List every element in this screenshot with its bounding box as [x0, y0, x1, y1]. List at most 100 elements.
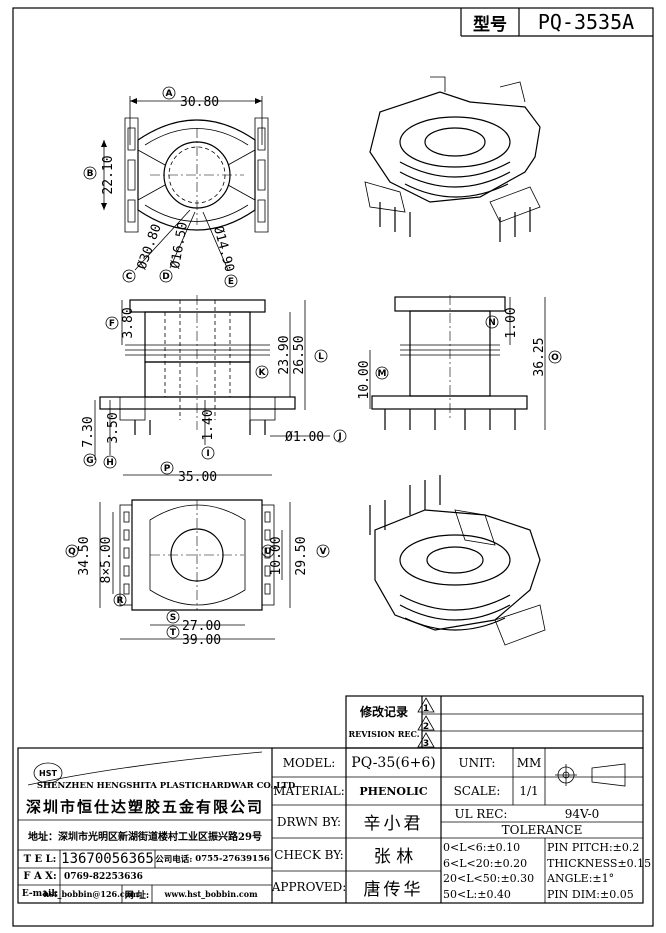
bubble-n: N — [488, 318, 496, 328]
top-view — [83, 86, 269, 288]
revision-title-cn: 修改记录 — [359, 704, 408, 719]
iso-view-top — [364, 76, 541, 242]
bubble-k: K — [259, 368, 267, 378]
model-label: MODEL: — [282, 755, 336, 770]
bubble-m: M — [378, 369, 387, 379]
spec-row: PIN DIM:±0.05 — [547, 887, 634, 901]
tolerance-row: 0<L<6:±0.10 — [443, 841, 521, 854]
tolerance-row: 50<L:±0.40 — [443, 887, 511, 901]
dim-e-text: Ø14.90 — [210, 224, 237, 273]
dim-f-text: 3.80 — [121, 307, 136, 338]
company-phone: 公司电话: 0755-27639156 — [155, 850, 270, 868]
bubble-s: S — [170, 613, 176, 623]
title-block-lines — [17, 8, 653, 904]
logo-text: HST — [39, 769, 57, 778]
check-value: 张 林 — [373, 847, 414, 867]
rev-mark-3: 3 — [423, 739, 429, 749]
spec-row: THICKNESS±0.15 — [547, 856, 652, 870]
bubble-p: P — [164, 464, 171, 474]
dim-n-text: 1.00 — [504, 307, 519, 338]
part-number: PQ-3535A — [537, 10, 635, 34]
unit-value: MM — [516, 755, 542, 770]
drawn-value: 辛小君 — [363, 814, 424, 834]
company-name-en: SHENZHEN HENGSHITA PLASTICHARDWAR CO.,LT… — [36, 781, 296, 791]
phone2-label: 公司电话: — [155, 855, 193, 865]
dim-p-text: 35.00 — [178, 470, 217, 485]
material-value: PHENOLIC — [359, 784, 428, 798]
rev-mark-1: 1 — [423, 704, 429, 714]
dim-u-text: 10.00 — [269, 536, 284, 575]
dim-r-text: 8×5.00 — [99, 537, 114, 584]
email-label: E-mail: — [21, 889, 59, 899]
bubble-g: G — [86, 456, 93, 466]
dim-g-text: 7.30 — [81, 416, 96, 447]
bubble-f: F — [109, 319, 115, 329]
iso-view-bottom — [369, 475, 546, 646]
tolerance-label: TOLERANCE — [501, 823, 583, 837]
dim-l-text: 26.50 — [292, 335, 307, 374]
unit-label: UNIT: — [458, 755, 496, 770]
email-value: hst_bobbin@126.com — [43, 889, 139, 899]
approved-label: APPROVED: — [271, 880, 347, 894]
tel-value: 13670056365 — [61, 851, 154, 867]
dim-t-text: 39.00 — [182, 633, 221, 648]
bubble-t: T — [170, 628, 177, 638]
bubble-j: J — [337, 432, 341, 442]
dim-a-text: 30.80 — [180, 95, 219, 110]
ulrec-label: UL REC: — [454, 806, 508, 821]
type-label: 型号 — [473, 14, 507, 35]
dim-h-text: 3.50 — [106, 412, 121, 443]
tolerance-row: 20<L<50:±0.30 — [443, 872, 535, 885]
drawn-label: DRWN BY: — [276, 814, 342, 829]
revision-title-en: REVISION REC. — [348, 729, 420, 739]
phone2-value: 0755-27639156 — [195, 854, 270, 864]
dim-q-text: 34.50 — [77, 536, 92, 575]
approved-value: 唐传华 — [363, 879, 424, 900]
bubble-i: I — [206, 449, 209, 459]
dim-i-text: 1.40 — [201, 409, 216, 440]
bottom-view — [65, 461, 330, 640]
bubble-u: U — [264, 547, 271, 557]
fax-label: F A X: — [23, 871, 57, 882]
scale-value: 1/1 — [519, 784, 539, 798]
dim-v-text: 29.50 — [294, 536, 309, 575]
dim-o-text: 36.25 — [532, 337, 547, 376]
bubble-c: C — [126, 272, 133, 282]
spec-row: ANGLE:±1° — [547, 872, 615, 885]
bubble-e: E — [228, 277, 234, 287]
company-name-cn: 深圳市恒仕达塑胶五金有限公司 — [25, 797, 264, 816]
front-view — [83, 295, 347, 469]
tolerance-list: 0<L<6:±0.10 6<L<20:±0.20 20<L<50:±0.30 5… — [443, 840, 545, 902]
dim-b-text: 22.10 — [101, 155, 116, 194]
tel-label: T E L: — [23, 853, 57, 865]
bubble-h: H — [106, 458, 114, 468]
bubble-b: B — [87, 169, 94, 179]
spec-row: PIN PITCH:±0.2 — [547, 841, 640, 854]
material-label: MATERIAL: — [273, 784, 345, 798]
dim-c-text: Ø30.80 — [135, 222, 165, 271]
fax-value: 0769-82253636 — [64, 871, 143, 882]
dim-j-text: Ø1.00 — [285, 430, 324, 445]
bubble-q: Q — [68, 547, 76, 557]
bubble-v: V — [320, 547, 327, 557]
bubble-d: D — [162, 272, 169, 282]
ulrec-value: 94V-0 — [564, 806, 600, 821]
scale-label: SCALE: — [453, 784, 501, 798]
dim-m-text: 10.00 — [357, 360, 372, 399]
tolerance-row: 6<L<20:±0.20 — [443, 856, 528, 870]
dim-k-text: 23.90 — [277, 335, 292, 374]
side-view — [369, 295, 562, 430]
model-value: PQ-35(6+6) — [351, 754, 436, 771]
bubble-r: R — [117, 596, 124, 606]
dim-s-text: 27.00 — [182, 619, 221, 634]
bubble-o: O — [551, 353, 559, 363]
logo-ellipse — [33, 762, 63, 784]
web-value: www.hst_bobbin.com — [164, 889, 258, 899]
dim-d-text: Ø16.50 — [168, 221, 191, 270]
bubble-a: A — [166, 89, 173, 99]
spec-list: PIN PITCH:±0.2 THICKNESS±0.15 ANGLE:±1° … — [547, 840, 652, 902]
rev-mark-2: 2 — [423, 722, 429, 732]
web-label: 网 址: — [124, 890, 150, 901]
